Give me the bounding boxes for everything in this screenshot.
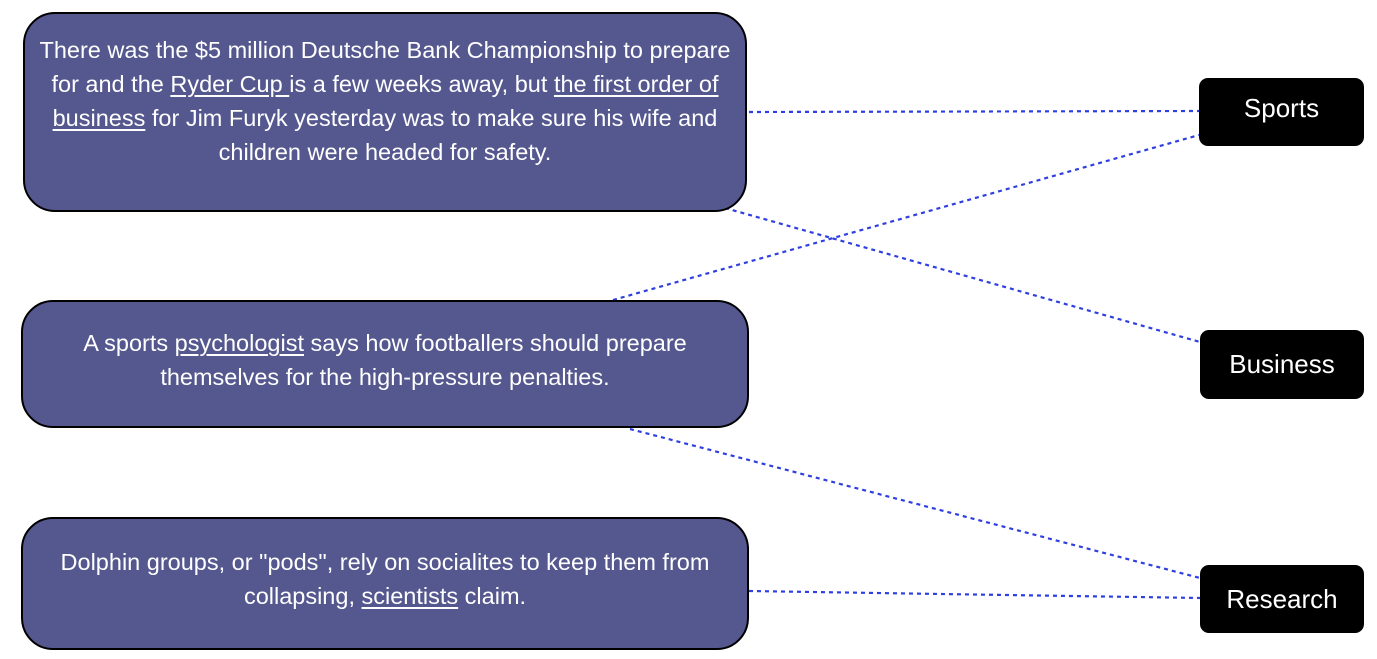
label-research: Research [1200, 565, 1364, 633]
label-business: Business [1200, 330, 1364, 399]
text-1-part-1: There was the $5 million Deutsche Bank C… [39, 37, 731, 97]
text-3-part-1: Dolphin groups, or "pods", rely on socia… [60, 548, 710, 609]
label-sports-text: Sports [1243, 92, 1320, 123]
connector-text3-research [748, 589, 1201, 600]
label-research-text: Research [1226, 583, 1338, 614]
text-2-part-1: A sports [83, 330, 175, 356]
text-2-part-3: says how footballers should prepare them… [160, 330, 687, 390]
text-box-dolphins: Dolphin groups, or "pods", rely on socia… [21, 517, 749, 650]
text-box-golf: There was the $5 million Deutsche Bank C… [23, 12, 747, 212]
text-box-psychologist: A sports psychologist says how footballe… [21, 300, 749, 428]
text-2-link-psychologist: psychologist [174, 330, 304, 356]
text-1-part-3: is a few weeks away, but [289, 71, 554, 97]
label-business-text: Business [1229, 349, 1335, 379]
text-box-psychologist-text: A sports psychologist says how footballe… [37, 326, 733, 394]
connector-text1-business [724, 206, 1201, 344]
text-1-link-ryder-cup: Ryder Cup [170, 71, 290, 97]
text-box-dolphins-text: Dolphin groups, or "pods", rely on socia… [37, 545, 733, 613]
label-sports: Sports [1199, 78, 1364, 146]
connector-text1-sports [748, 109, 1200, 114]
text-3-link-scientists: scientists [361, 582, 459, 609]
connector-text2-sports [612, 133, 1200, 302]
text-3-part-3: claim. [458, 582, 527, 609]
connector-text2-research [629, 427, 1201, 580]
text-box-golf-text: There was the $5 million Deutsche Bank C… [39, 33, 731, 169]
text-1-part-5: for Jim Furyk yesterday was to make sure… [145, 105, 718, 165]
text-1-link-first-order: the first order of business [52, 71, 719, 131]
